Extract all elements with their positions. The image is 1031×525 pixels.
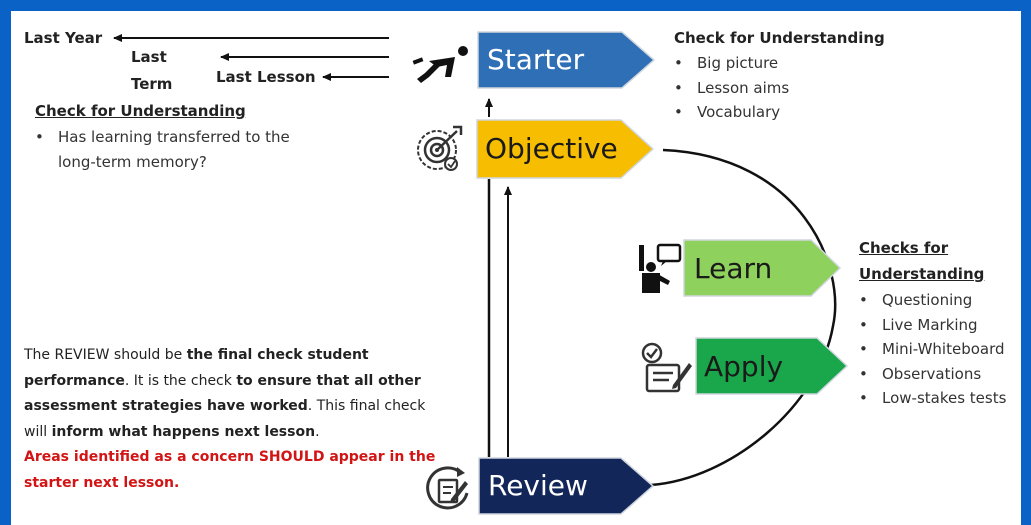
- cfu-learn-item: Questioning: [856, 288, 1021, 313]
- cfu-left-list: Has learning transferred to the long-ter…: [32, 125, 332, 174]
- cfu-learn-item: Live Marking: [856, 313, 1021, 338]
- cfu-starter-list: Big picture Lesson aims Vocabulary: [671, 51, 871, 125]
- cfu-learn-heading-line1: Checks for: [859, 239, 949, 257]
- label-last-year: Last Year: [24, 29, 103, 47]
- presenter-icon: [639, 243, 682, 293]
- review-edit-icon: [426, 466, 469, 510]
- cfu-starter-item: Big picture: [671, 51, 871, 76]
- stage-learn-label: Learn: [694, 252, 773, 285]
- target-icon: [417, 125, 463, 171]
- diagram-canvas: Last Year Last Term Last Lesson Check fo…: [11, 11, 1021, 525]
- cfu-learn-list: Questioning Live Marking Mini-Whiteboard…: [856, 288, 1021, 411]
- cfu-left-heading: Check for Understanding: [35, 102, 246, 120]
- stage-review-shape: [478, 457, 655, 515]
- cfu-learn-item: Low-stakes tests: [856, 386, 1021, 411]
- stage-learn-shape: [683, 239, 842, 297]
- stage-starter-label: Starter: [487, 43, 585, 76]
- label-last-lesson: Last Lesson: [216, 68, 316, 86]
- review-paragraph: The REVIEW should be the final check stu…: [24, 347, 436, 491]
- cfu-starter-heading: Check for Understanding: [674, 29, 885, 47]
- cfu-learn-item: Mini-Whiteboard: [856, 337, 1021, 362]
- stage-apply-shape: [695, 337, 849, 395]
- label-last-term-line2: Term: [131, 75, 173, 93]
- connectors-layer: [113, 34, 837, 487]
- cfu-learn-heading-line2: Understanding: [859, 265, 985, 283]
- runner-icon: [412, 46, 468, 83]
- stage-review-label: Review: [488, 469, 588, 502]
- label-last-term-line1: Last: [131, 48, 167, 66]
- stage-starter-shape: [477, 31, 656, 89]
- cfu-left-item: Has learning transferred to the long-ter…: [32, 125, 332, 174]
- cfu-learn-item: Observations: [856, 362, 1021, 387]
- cfu-starter-item: Lesson aims: [671, 76, 871, 101]
- cfu-starter-item: Vocabulary: [671, 100, 871, 125]
- cycle-arc: [650, 148, 837, 487]
- stage-objective-label: Objective: [485, 132, 618, 165]
- checklist-icon: [641, 342, 692, 393]
- stage-objective-shape: [476, 119, 655, 179]
- stage-apply-label: Apply: [704, 350, 784, 383]
